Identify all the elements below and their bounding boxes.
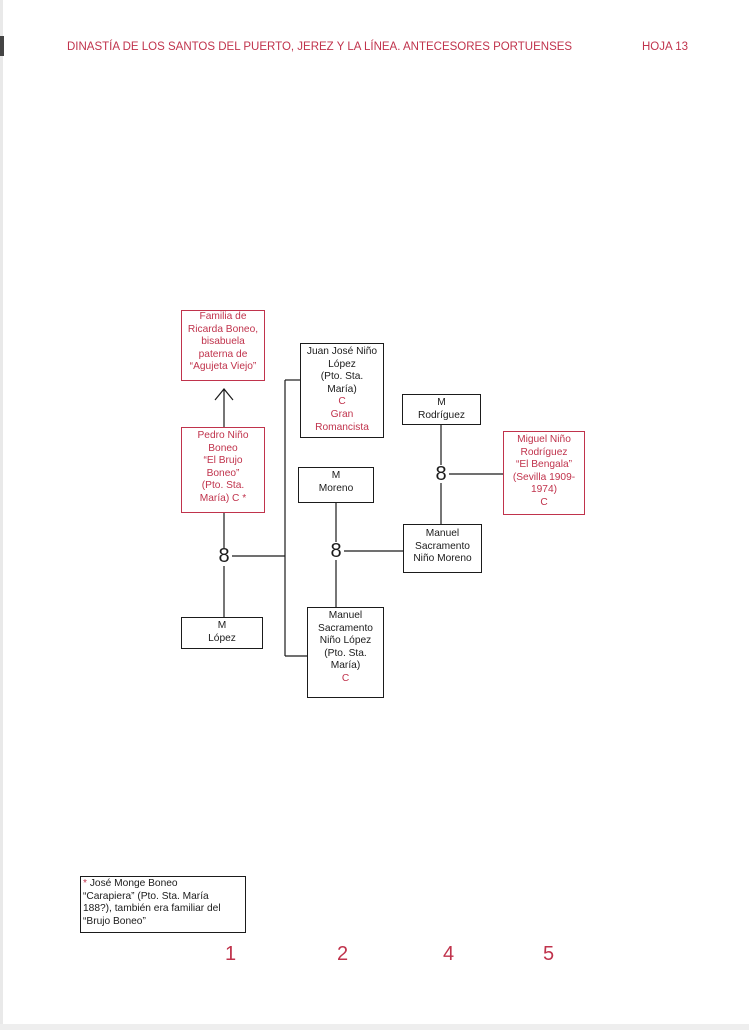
pedro-nino-boneo-box: Pedro Niño Boneo “El Brujo Boneo” (Pto. … <box>181 427 265 513</box>
generation-number: 5 <box>543 943 555 965</box>
text-line: Boneo” <box>206 467 240 479</box>
juan-jose-nino-lopez-box: Juan José Niño López (Pto. Sta. María) C… <box>300 343 384 438</box>
text-line: María) <box>330 660 361 672</box>
text-line: (Pto. Sta. <box>201 480 245 492</box>
text-line: C <box>540 496 548 508</box>
text-line: “Agujeta Viejo” <box>189 361 257 373</box>
text-line: Ricarda Boneo, <box>187 323 259 335</box>
text-line: (Pto. Sta. <box>324 647 367 659</box>
footnote-box: * José Monge Boneo “Carapiera” (Pto. Sta… <box>80 876 246 933</box>
manuel-sacramento-nino-moreno-box: Manuel Sacramento Niño Moreno <box>403 524 482 573</box>
text-line: López <box>328 358 356 370</box>
text-line: Sacramento <box>415 540 470 552</box>
text-line: Gran <box>330 408 354 420</box>
generation-number: 4 <box>443 943 455 965</box>
familia-boneo-box: Familia de Ricarda Boneo, bisabuela pate… <box>181 310 265 381</box>
text-line: Rodríguez <box>417 409 465 421</box>
text-line: C <box>338 396 346 408</box>
text-line: Niño Moreno <box>413 553 472 565</box>
page-bottom-edge <box>0 1024 749 1030</box>
text-line: Familia de <box>199 311 247 322</box>
text-line: “Brujo Boneo” <box>83 915 146 927</box>
page-edge <box>0 0 3 1030</box>
text-line: López <box>208 632 236 644</box>
text-line: M <box>437 397 446 408</box>
text-line: (Pto. Sta. <box>320 371 364 383</box>
text-line: C <box>341 672 350 684</box>
text-line: 188?), también era familiar del <box>83 903 221 915</box>
m-rodriguez-box: M Rodríguez <box>402 394 481 425</box>
text-line: Sacramento <box>318 622 373 634</box>
text-line: Rodríguez <box>520 446 568 458</box>
text-line: M <box>217 620 227 631</box>
marriage-symbol-icon: 8 <box>218 545 230 567</box>
text-line: Manuel <box>328 610 363 621</box>
text-line: paterna de <box>198 348 248 360</box>
text-line: Boneo <box>208 442 238 454</box>
text-line: M <box>331 470 341 481</box>
footnote-line-1: * José Monge Boneo <box>83 878 245 891</box>
text-line: “Carapiera” (Pto. Sta. María <box>83 890 209 902</box>
generation-number: 1 <box>225 943 237 965</box>
marriage-symbol-icon: 8 <box>330 540 342 562</box>
text-line: Juan José Niño <box>306 346 378 357</box>
text-line: bisabuela <box>201 336 245 348</box>
text-line: “El Bengala” <box>515 459 573 471</box>
text-line: “El Brujo <box>203 455 243 467</box>
text-line: 1974) <box>530 484 558 496</box>
text-line: Pedro Niño <box>197 430 249 441</box>
text-line: María) <box>327 383 357 395</box>
page-title: DINASTÍA DE LOS SANTOS DEL PUERTO, JEREZ… <box>67 41 573 53</box>
arrow-head-icon <box>214 388 234 401</box>
m-moreno-box: M Moreno <box>298 467 374 503</box>
m-lopez-box: M López <box>181 617 263 649</box>
manuel-sacramento-nino-lopez-box: Manuel Sacramento Niño López (Pto. Sta. … <box>307 607 384 698</box>
text-line: (Sevilla 1909- <box>512 471 576 483</box>
text-line: Miguel Niño <box>517 434 571 445</box>
miguel-nino-rodriguez-box: Miguel Niño Rodríguez “El Bengala” (Sevi… <box>503 431 585 515</box>
text-line: Niño López <box>319 635 372 647</box>
marriage-symbol-icon: 8 <box>435 463 447 485</box>
text-line: María) C * <box>199 492 247 504</box>
footnote-star: * <box>83 878 87 889</box>
text-line: José Monge Boneo <box>89 878 178 889</box>
scan-mark <box>0 36 4 56</box>
text-line: Romancista <box>315 421 369 433</box>
text-line: Moreno <box>318 482 354 494</box>
text-line: Manuel <box>425 528 460 539</box>
sheet-number: HOJA 13 <box>642 41 689 53</box>
generation-number: 2 <box>337 943 349 965</box>
